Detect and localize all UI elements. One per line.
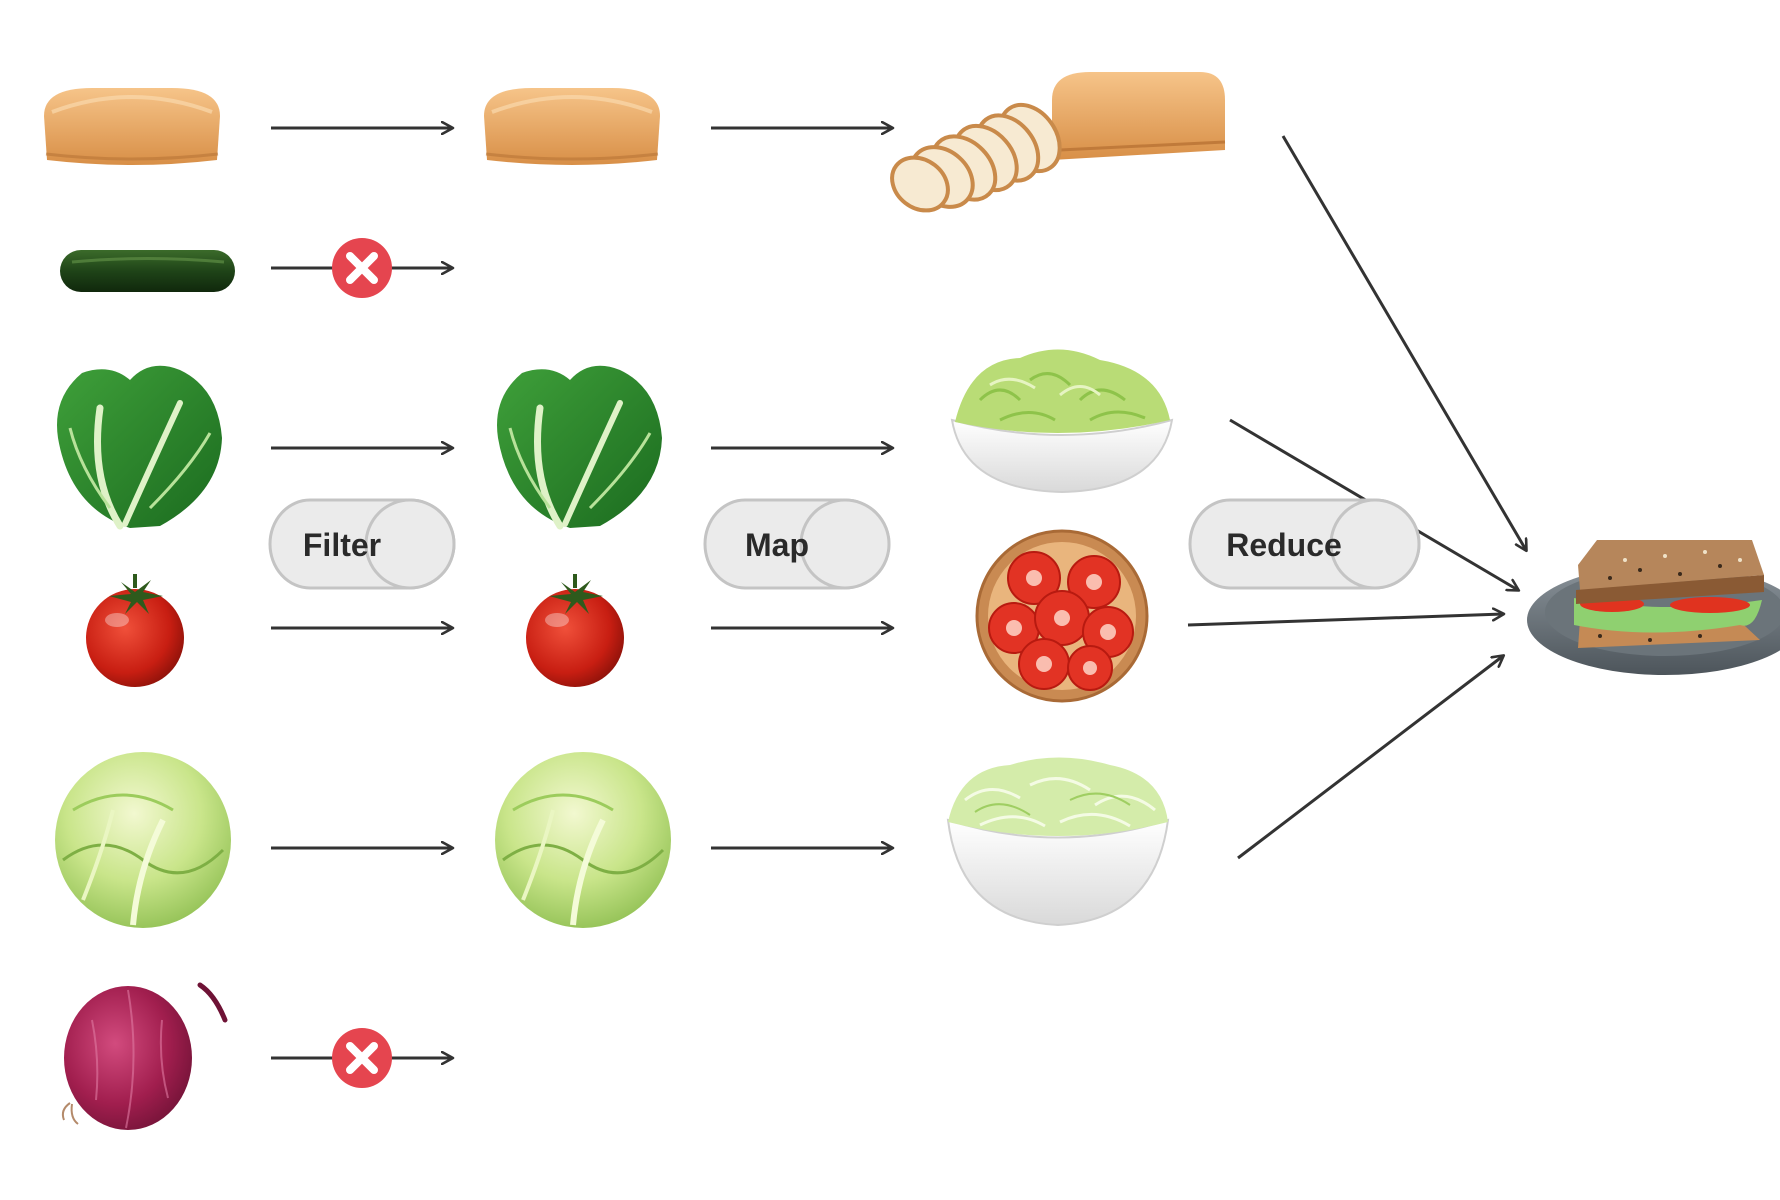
output-sliced-tomato-bowl [975,529,1149,703]
reduce-label: Reduce [1226,527,1342,563]
arrow-right-icon [1237,656,1503,860]
output-shredded-cabbage-bowl [946,757,1170,927]
input-red-onion [61,982,228,1130]
input-tomato [86,574,184,687]
filter-label: Filter [303,527,381,563]
filtered-tomato [526,574,624,687]
arrow-right-icon [1187,614,1503,627]
input-bread-loaf [42,86,222,167]
input-lettuce [57,366,222,528]
arrow-right-icon [1281,135,1526,550]
output-chopped-lettuce-bowl [950,349,1174,494]
filter-stage: Filter [268,498,456,590]
x-circle-icon [332,1028,392,1088]
reduce-stage: Reduce [1188,498,1421,590]
output-sliced-bread [890,72,1226,213]
input-cucumber [60,250,235,292]
filtered-cabbage [495,752,671,928]
output-sandwich [1527,540,1780,675]
map-arrows [711,128,892,848]
x-circle-icon [332,238,392,298]
map-stage: Map [703,498,891,590]
reduce-arrows [1187,135,1526,860]
input-cabbage [55,752,231,928]
filtered-lettuce [497,366,662,528]
filtered-bread-loaf [482,86,662,167]
map-label: Map [745,527,809,563]
